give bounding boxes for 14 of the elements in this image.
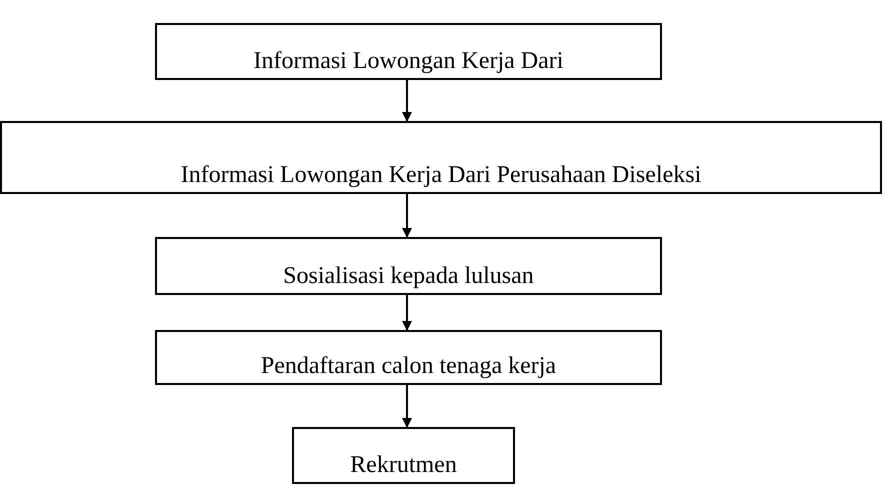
arrow xyxy=(402,194,412,238)
box-label: Sosialisasi kepada lulusan xyxy=(283,262,534,289)
process-box xyxy=(0,121,882,194)
arrow xyxy=(402,80,412,122)
box-label: Rekrutmen xyxy=(350,452,457,478)
process-box xyxy=(292,427,515,484)
process-box xyxy=(155,23,662,80)
arrow xyxy=(402,385,412,428)
box-label: Informasi Lowongan Kerja Dari xyxy=(254,48,564,74)
box-label: Informasi Lowongan Kerja Dari Perusahaan Diseleksi xyxy=(180,162,702,188)
arrow xyxy=(402,295,412,331)
process-box xyxy=(155,330,662,385)
box-label: Pendaftaran calon tenaga kerja xyxy=(260,352,556,379)
process-box xyxy=(155,237,662,295)
